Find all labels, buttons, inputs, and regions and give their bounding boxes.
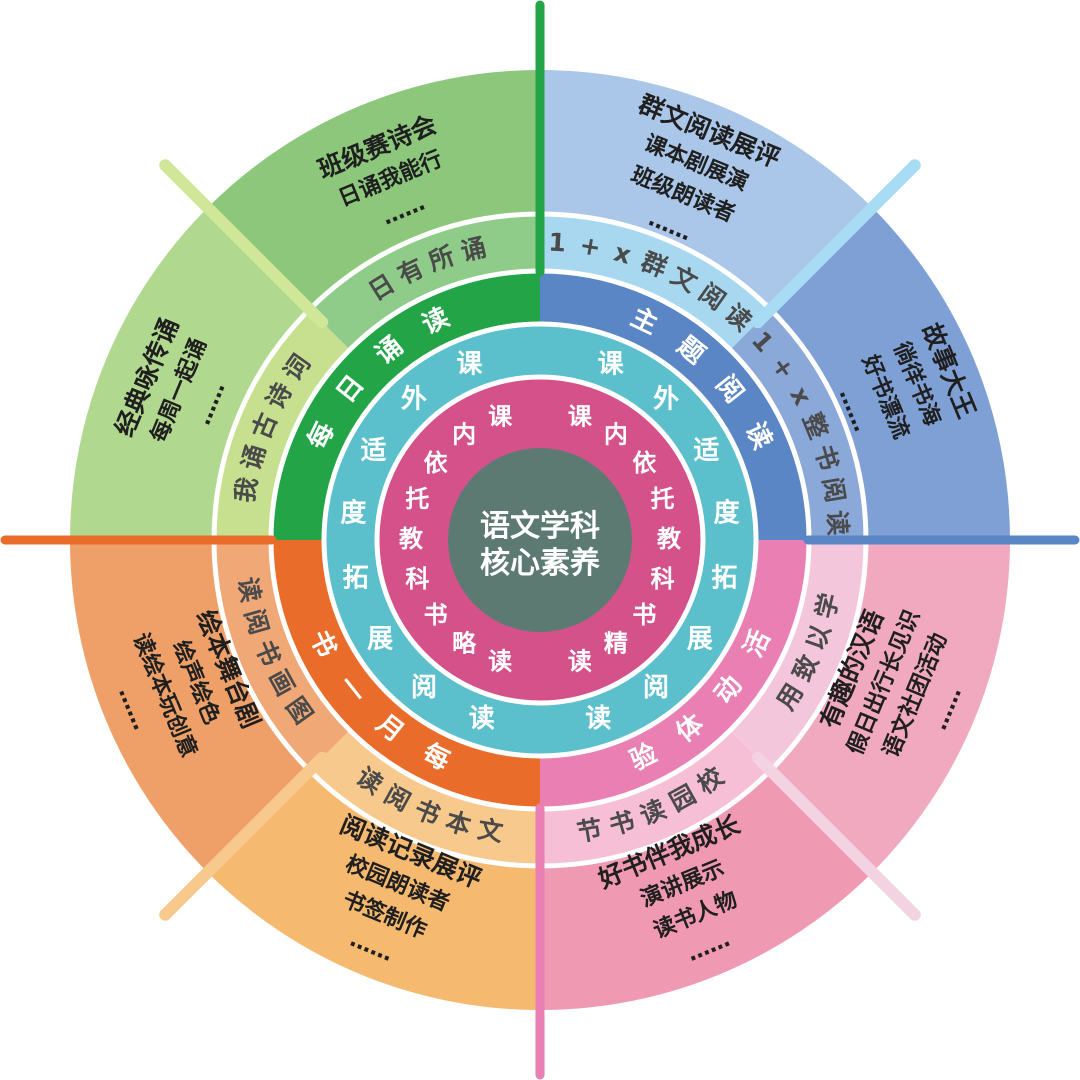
middle-right-char: 课 — [598, 350, 625, 380]
diag-line-top-left — [159, 159, 329, 329]
core-left-char: 依 — [424, 449, 449, 477]
core-right-char: 科 — [651, 565, 675, 593]
band-label-char: 节 — [575, 814, 605, 847]
band-top-left-1 — [215, 310, 351, 540]
band-label-char: 我 — [230, 475, 263, 505]
center-circle — [448, 448, 632, 632]
band-bottom-left-0 — [310, 729, 540, 865]
middle-left-char: 展 — [367, 624, 393, 654]
band-label-char: 阅 — [817, 475, 850, 505]
outer-top-left-0 — [207, 70, 540, 311]
core-right-char: 书 — [632, 601, 656, 629]
core-right-char: 托 — [651, 485, 675, 513]
core-left-char: 科 — [405, 565, 429, 593]
outer-top-left-1 — [70, 207, 311, 540]
center-disc: 语文学科 核心素养 — [448, 448, 632, 632]
band-bottom-left-1 — [215, 540, 351, 770]
outer-bottom-right-0 — [769, 540, 1010, 873]
middle-right-char: 读 — [585, 704, 611, 734]
outer-activity-ring — [70, 70, 1010, 1010]
practice-ring-bottom-right — [540, 540, 808, 808]
core-right-char: 精 — [604, 629, 628, 657]
diag-line-bottom-left — [159, 751, 329, 921]
core-left-char: 课 — [488, 402, 513, 430]
core-left-char: 托 — [405, 485, 429, 513]
diag-line-bottom-right — [751, 751, 921, 921]
band-top-left-0 — [310, 215, 540, 351]
band-top-right-1 — [729, 310, 865, 540]
core-right-char: 读 — [568, 648, 592, 676]
band-bottom-right-1 — [540, 729, 770, 865]
ring-separator — [374, 374, 706, 706]
middle-right-char: 阅 — [643, 673, 669, 703]
middle-right-char: 适 — [693, 436, 719, 466]
band-label-char: 读 — [233, 575, 266, 605]
middle-left-char: 阅 — [411, 673, 437, 703]
middle-left-char: 外 — [401, 384, 427, 414]
band-label-char: + — [577, 230, 603, 262]
middle-right-char: 外 — [653, 384, 679, 414]
middle-left-char: 读 — [469, 704, 495, 734]
core-right-char: 课 — [568, 402, 593, 430]
band-top-right-0 — [540, 215, 770, 351]
practice-ring-top-right — [540, 272, 808, 540]
middle-right-char: 展 — [687, 624, 713, 654]
practice-ring-top-left — [272, 272, 540, 540]
core-left-char: 略 — [452, 629, 477, 657]
core-right-char: 内 — [604, 421, 628, 449]
core-right-char: 依 — [632, 449, 657, 477]
band-label-char: 读 — [822, 510, 852, 537]
band-ring — [215, 215, 865, 865]
center-title-line1: 语文学科 — [480, 509, 600, 544]
middle-left-char: 课 — [456, 350, 483, 380]
outer-bottom-left-0 — [207, 769, 540, 1010]
outer-bottom-right-1 — [540, 769, 873, 1010]
core-left-char: 读 — [488, 648, 512, 676]
practice-ring-bottom-left — [272, 540, 540, 808]
outer-bottom-left-1 — [70, 540, 311, 873]
center-title-line2: 核心素养 — [480, 546, 600, 581]
band-label-char: 文 — [476, 814, 507, 847]
band-label-char: 1 — [548, 228, 567, 258]
band-bottom-right-0 — [729, 540, 865, 770]
core-left-char: 教 — [399, 525, 424, 553]
core-right-char: 教 — [657, 525, 682, 553]
core-left-char: 内 — [452, 421, 476, 449]
outer-top-right-1 — [769, 207, 1010, 540]
middle-left-char: 适 — [361, 436, 387, 466]
middle-right-char: 拓 — [711, 564, 737, 594]
middle-right-char: 度 — [714, 497, 740, 528]
outer-top-right-0 — [540, 70, 873, 311]
band-label-char: x — [611, 238, 635, 270]
diag-line-top-right — [751, 159, 921, 329]
practice-ring — [272, 272, 808, 808]
core-left-char: 书 — [424, 601, 448, 629]
middle-left-char: 拓 — [343, 564, 369, 594]
middle-left-char: 度 — [340, 497, 366, 528]
ring-separator — [321, 321, 759, 759]
